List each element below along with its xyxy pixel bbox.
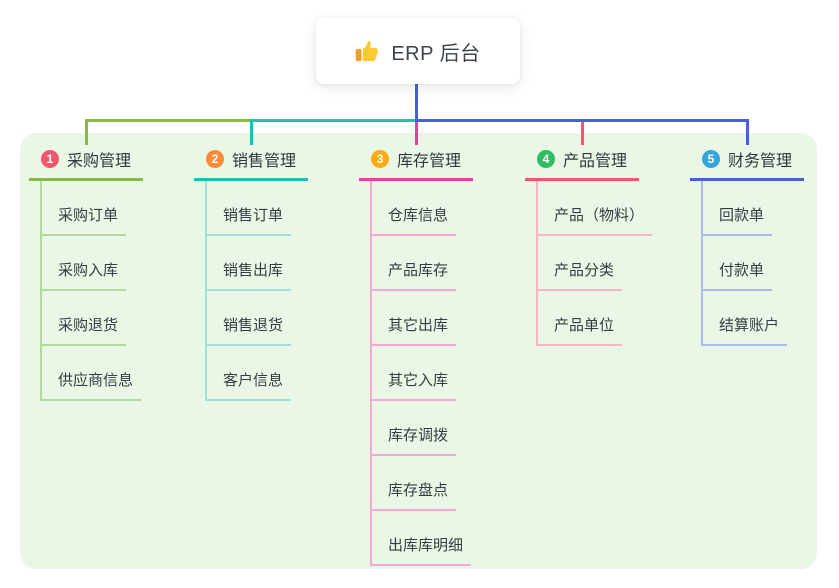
child-node[interactable]: 产品（物料） [538,181,653,236]
branch-children: 产品（物料）产品分类产品单位 [536,181,653,346]
branch-label: 销售管理 [232,153,297,170]
child-node[interactable]: 库存盘点 [372,456,457,511]
child-node[interactable]: 采购订单 [42,181,127,236]
connector-line [84,119,250,122]
child-node[interactable]: 库存调拨 [372,401,457,456]
branch-number-badge: 1 [41,150,59,168]
child-node[interactable]: 销售出库 [207,236,292,291]
branch-children: 仓库信息产品库存其它出库其它入库库存调拨库存盘点出库库明细 [370,181,472,566]
branch-label: 产品管理 [563,153,628,170]
child-node[interactable]: 销售订单 [207,181,292,236]
branch-children: 采购订单采购入库采购退货供应商信息 [40,181,142,401]
child-node[interactable]: 产品分类 [538,236,623,291]
branch-number-badge: 3 [371,150,389,168]
connector-line [249,119,415,122]
child-node[interactable]: 采购退货 [42,291,127,346]
root-node[interactable]: ERP 后台 [316,18,520,84]
branch-number-badge: 5 [702,150,720,168]
branch-2: 2 销售管理销售订单销售出库销售退货客户信息 [194,148,309,401]
child-node[interactable]: 销售退货 [207,291,292,346]
connector-line [84,122,88,145]
child-node[interactable]: 付款单 [703,236,773,291]
child-node[interactable]: 产品库存 [372,236,457,291]
connector-line [580,122,584,145]
branch-number-badge: 4 [537,150,555,168]
branch-header[interactable]: 2 销售管理 [194,148,309,181]
root-title: ERP 后台 [391,42,481,65]
connector-line [745,122,749,145]
canvas-panel [20,133,817,569]
branch-header[interactable]: 1 采购管理 [29,148,144,181]
thumbs-up-icon [355,38,381,64]
child-node[interactable]: 供应商信息 [42,346,142,401]
connector-line [414,119,749,122]
child-node[interactable]: 其它出库 [372,291,457,346]
branch-3: 3 库存管理仓库信息产品库存其它出库其它入库库存调拨库存盘点出库库明细 [359,148,474,566]
child-node[interactable]: 采购入库 [42,236,127,291]
branch-label: 库存管理 [397,153,462,170]
branch-children: 销售订单销售出库销售退货客户信息 [205,181,292,401]
branch-label: 财务管理 [728,153,793,170]
child-node[interactable]: 产品单位 [538,291,623,346]
branch-header[interactable]: 3 库存管理 [359,148,474,181]
branch-5: 5 财务管理回款单付款单结算账户 [690,148,805,346]
branch-label: 采购管理 [67,153,132,170]
branch-1: 1 采购管理采购订单采购入库采购退货供应商信息 [29,148,144,401]
connector-line [414,84,418,119]
child-node[interactable]: 结算账户 [703,291,788,346]
child-node[interactable]: 出库库明细 [372,511,472,566]
child-node[interactable]: 客户信息 [207,346,292,401]
branch-number-badge: 2 [206,150,224,168]
child-node[interactable]: 回款单 [703,181,773,236]
branch-4: 4 产品管理产品（物料）产品分类产品单位 [525,148,653,346]
child-node[interactable]: 仓库信息 [372,181,457,236]
connector-line [249,122,253,145]
connector-line [414,122,418,145]
branch-header[interactable]: 4 产品管理 [525,148,640,181]
branch-children: 回款单付款单结算账户 [701,181,788,346]
child-node[interactable]: 其它入库 [372,346,457,401]
branch-header[interactable]: 5 财务管理 [690,148,805,181]
